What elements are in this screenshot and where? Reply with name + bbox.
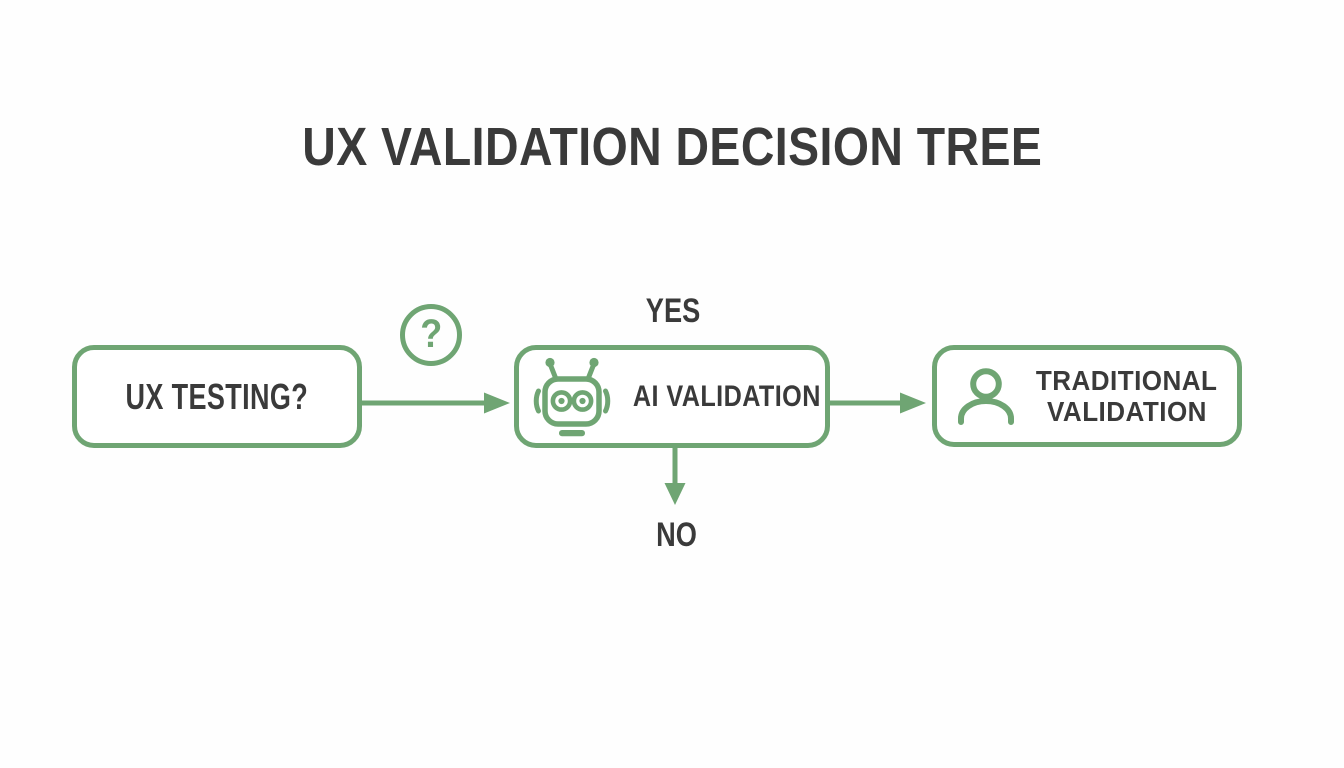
person-icon: [958, 368, 1014, 425]
node-traditional-label-area: TRADITIONAL VALIDATION: [1017, 365, 1237, 427]
page-title-wrap: UX VALIDATION DECISION TREE: [0, 116, 1344, 178]
arrow-ai-to-no: [664, 447, 686, 505]
node-ai-validation-label: AI VALIDATION: [632, 379, 821, 413]
node-ux-testing: UX TESTING?: [72, 345, 362, 448]
node-ux-testing-label: UX TESTING?: [125, 375, 309, 417]
question-mark-icon: ?: [400, 304, 462, 366]
edge-label-yes: YES: [613, 292, 733, 331]
robot-icon: [533, 357, 611, 436]
node-traditional-label-line2: VALIDATION: [1047, 396, 1207, 427]
node-ai-label-area: AI VALIDATION: [615, 380, 839, 414]
edge-label-yes-text: YES: [645, 292, 701, 330]
node-ai-validation: AI VALIDATION: [514, 345, 830, 448]
page-title: UX VALIDATION DECISION TREE: [301, 117, 1043, 177]
arrow-ai-to-traditional: [830, 392, 926, 414]
edge-label-no-text: NO: [655, 516, 697, 554]
edge-label-no: NO: [616, 516, 736, 555]
arrow-start-to-ai: [362, 392, 510, 414]
node-traditional-validation: TRADITIONAL VALIDATION: [932, 345, 1242, 447]
question-mark-glyph: ?: [420, 312, 442, 356]
node-traditional-label-line1: TRADITIONAL: [1036, 365, 1218, 396]
